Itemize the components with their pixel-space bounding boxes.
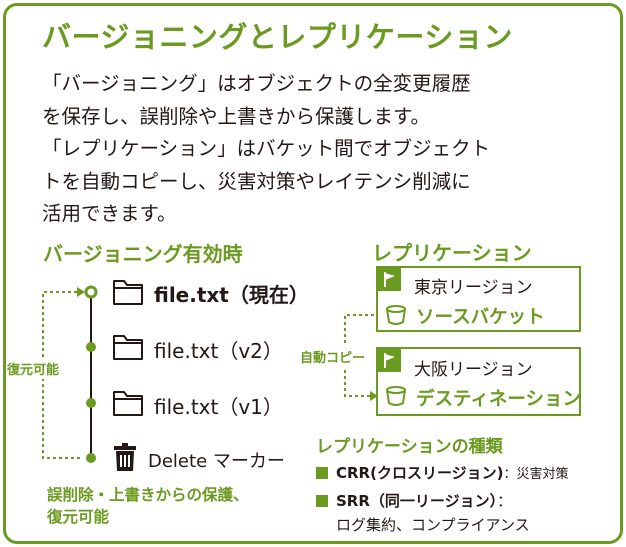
srr-name: SRR（同一リージョン） — [336, 492, 498, 510]
note-line: 誤削除・上書きからの保護、 — [47, 486, 249, 504]
versioning-note: 誤削除・上書きからの保護、 復元可能 — [47, 484, 249, 528]
dest-region-box — [376, 347, 581, 416]
srr-desc: ログ集約、コンプライアンス — [336, 516, 530, 534]
dest-region-label: 大阪リージョン — [414, 360, 533, 380]
dest-bucket-label: デスティネーション — [416, 389, 582, 410]
auto-copy-label: 自動コピー — [300, 346, 366, 367]
trash-icon — [114, 443, 136, 471]
page-title: バージョニングとレプリケーション — [42, 20, 513, 54]
delete-marker-label: Delete マーカー — [148, 451, 285, 472]
flag-icon — [377, 348, 401, 372]
v2-file-label: file.txt（v2） — [154, 339, 283, 363]
flag-icon — [377, 267, 401, 291]
source-bucket-label: ソースバケット — [416, 307, 545, 328]
replication-types-heading: レプリケーションの種類 — [316, 437, 503, 457]
panel-frame — [3, 3, 623, 544]
bullet-square — [316, 467, 328, 479]
srr-separator: ： — [497, 492, 513, 510]
replication-heading: レプリケーション — [372, 241, 532, 265]
current-file-label: file.txt（現在） — [154, 283, 309, 307]
source-region-box — [376, 266, 581, 332]
current-version-dot — [84, 285, 98, 299]
folder-icon — [113, 335, 143, 360]
crr-item: CRR(クロスリージョン)：災害対策 — [316, 462, 569, 483]
intro-line: トを自動コピーし、災害対策やレイテンシ削減に — [42, 169, 471, 193]
bucket-icon — [386, 305, 406, 325]
folder-icon — [113, 391, 143, 416]
intro-paragraph: 「バージョニング」はオブジェクトの全変更履歴 を保存し、誤削除や上書きから保護し… — [42, 68, 602, 231]
intro-line: 活用できます。 — [42, 202, 177, 225]
intro-line: 「バージョニング」はオブジェクトの全変更履歴 — [42, 72, 471, 95]
v1-file-label: file.txt（v1） — [154, 395, 283, 419]
version-dot — [86, 342, 96, 352]
restore-arrowhead — [77, 287, 85, 297]
folder-icon — [113, 280, 143, 305]
restore-label: 復元可能 — [7, 358, 60, 379]
replication-arrowhead — [370, 391, 378, 401]
crr-name: CRR(クロスリージョン) — [336, 464, 504, 482]
delete-marker-dot — [86, 453, 96, 463]
intro-line: 「レプリケーション」はバケット間でオブジェクト — [42, 137, 491, 160]
bucket-icon — [386, 386, 406, 406]
crr-desc: ：災害対策 — [503, 467, 569, 482]
version-dot — [86, 398, 96, 408]
source-region-label: 東京リージョン — [414, 278, 533, 298]
note-line: 復元可能 — [47, 508, 110, 526]
intro-line: を保存し、誤削除や上書きから保護します。 — [42, 104, 431, 128]
versioning-heading: バージョニング有効時 — [43, 242, 243, 266]
srr-item: SRR（同一リージョン）： — [316, 490, 512, 511]
bullet-square — [316, 495, 328, 507]
